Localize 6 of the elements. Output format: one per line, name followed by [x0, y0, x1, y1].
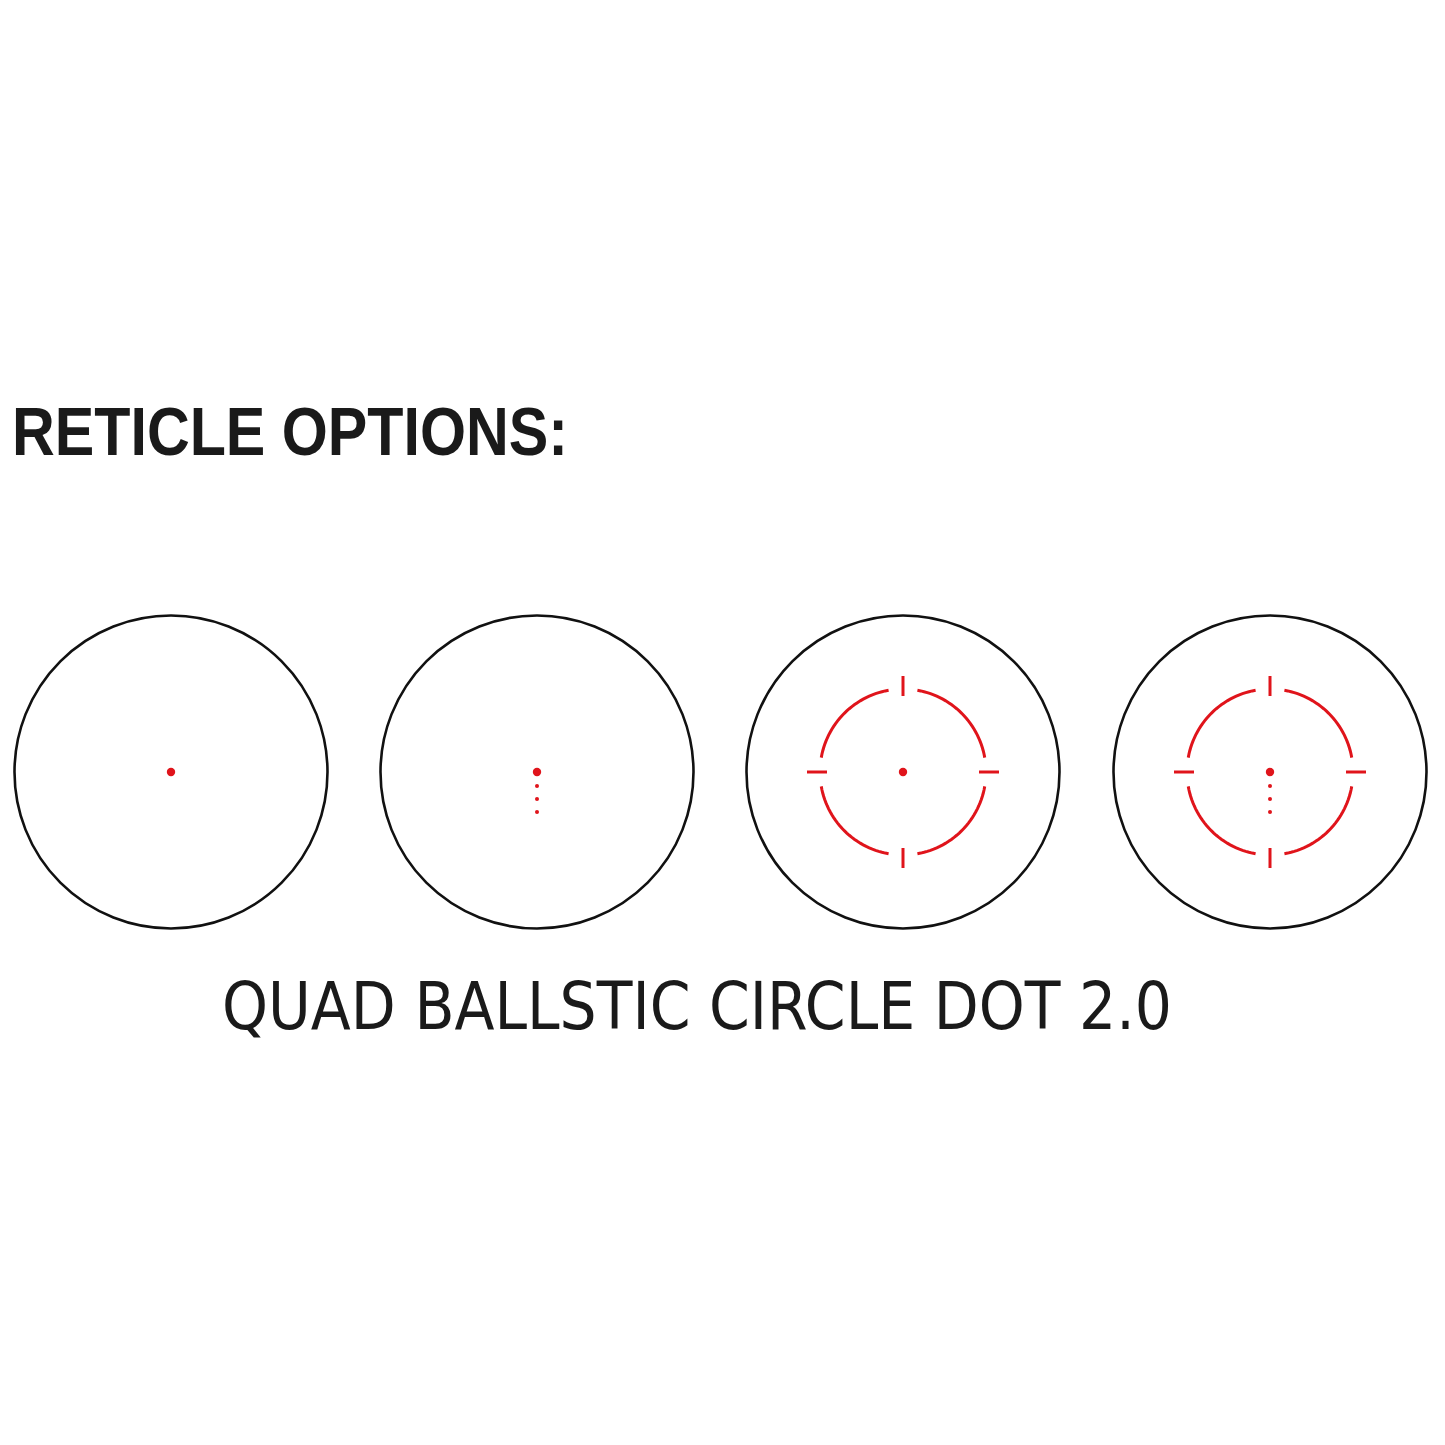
sight-circle	[379, 614, 695, 930]
sight-circle	[13, 614, 329, 930]
sight-circle	[745, 614, 1061, 930]
sight-circle	[1112, 614, 1428, 930]
caption: QUAD BALLSTIC CIRCLE DOT 2.0	[222, 974, 1172, 1040]
heading: RETICLE OPTIONS:	[12, 397, 568, 466]
